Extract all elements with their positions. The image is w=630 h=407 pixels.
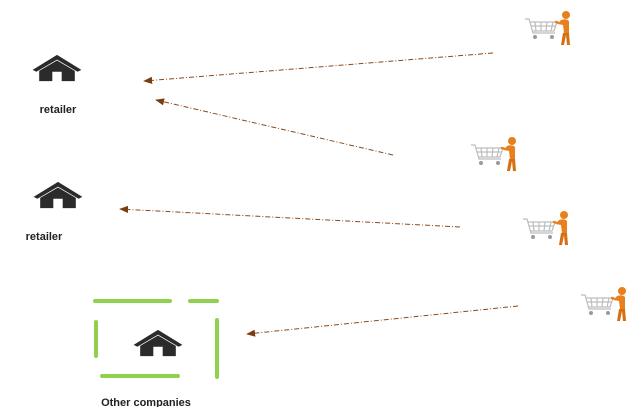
retailer-label: retailer: [26, 231, 63, 243]
purchase-arrow: [156, 100, 393, 155]
shopper-with-cart-icon: [581, 287, 626, 321]
purchase-arrow: [144, 53, 493, 81]
house-icon: [34, 182, 83, 208]
shopper-with-cart-icon: [525, 11, 570, 45]
retailer-label: retailer: [40, 104, 77, 116]
other-companies-label: Other companies: [101, 397, 191, 407]
shopper-with-cart-icon: [471, 137, 516, 171]
retailer-node: retailer: [33, 55, 82, 116]
shopper-with-cart-icon: [523, 211, 568, 245]
purchase-arrow: [120, 209, 460, 227]
house-icon: [33, 55, 82, 81]
other-companies-node: Other companies: [95, 301, 217, 407]
retailer-node: retailer: [26, 182, 83, 243]
purchase-arrow: [247, 306, 518, 334]
house-icon: [134, 330, 183, 356]
